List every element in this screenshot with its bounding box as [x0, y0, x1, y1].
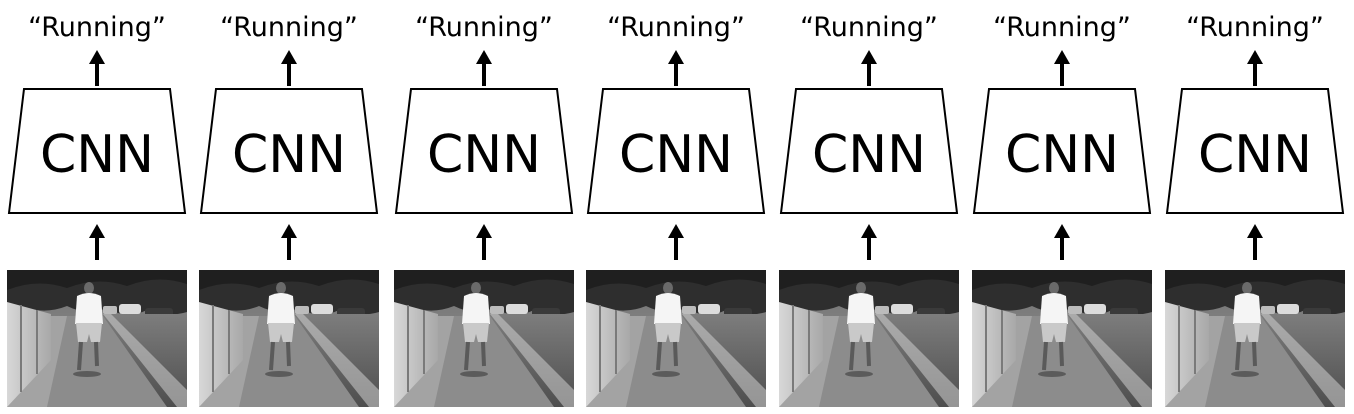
output-label: “Running”	[1186, 12, 1324, 43]
up-arrow-icon	[474, 48, 494, 88]
video-frame-image	[199, 270, 379, 407]
up-arrow-icon	[666, 222, 686, 262]
cnn-block	[779, 88, 959, 214]
cnn-block	[7, 88, 187, 214]
up-arrow-icon	[859, 48, 879, 88]
cnn-label: CNN	[619, 125, 733, 185]
up-arrow-icon	[279, 222, 299, 262]
up-arrow-icon	[87, 48, 107, 88]
cnn-block	[586, 88, 766, 214]
cnn-label: CNN	[1198, 125, 1312, 185]
up-arrow-icon	[859, 222, 879, 262]
video-frame-image	[394, 270, 574, 407]
output-label: “Running”	[993, 12, 1131, 43]
up-arrow-icon	[1052, 48, 1072, 88]
video-frame-image	[1165, 270, 1345, 407]
output-label: “Running”	[607, 12, 745, 43]
cnn-label: CNN	[40, 125, 154, 185]
frame-column-2: “Running” CNN	[199, 12, 379, 407]
up-arrow-icon	[1245, 48, 1265, 88]
output-label: “Running”	[800, 12, 938, 43]
cnn-label: CNN	[232, 125, 346, 185]
up-arrow-icon	[1052, 222, 1072, 262]
frame-column-5: “Running” CNN	[779, 12, 959, 407]
frame-column-7: “Running” CNN	[1165, 12, 1345, 407]
up-arrow-icon	[666, 48, 686, 88]
cnn-label: CNN	[427, 125, 541, 185]
frame-column-6: “Running” CNN	[972, 12, 1152, 407]
output-label: “Running”	[220, 12, 358, 43]
cnn-label: CNN	[812, 125, 926, 185]
video-frame-image	[972, 270, 1152, 407]
up-arrow-icon	[474, 222, 494, 262]
cnn-block	[199, 88, 379, 214]
frame-column-1: “Running” CNN	[7, 12, 187, 407]
up-arrow-icon	[279, 48, 299, 88]
cnn-block	[972, 88, 1152, 214]
up-arrow-icon	[87, 222, 107, 262]
up-arrow-icon	[1245, 222, 1265, 262]
frame-column-3: “Running” CNN	[394, 12, 574, 407]
cnn-label: CNN	[1005, 125, 1119, 185]
frame-column-4: “Running” CNN	[586, 12, 766, 407]
cnn-block	[1165, 88, 1345, 214]
video-frame-image	[779, 270, 959, 407]
output-label: “Running”	[28, 12, 166, 43]
cnn-block	[394, 88, 574, 214]
video-frame-image	[586, 270, 766, 407]
output-label: “Running”	[415, 12, 553, 43]
video-frame-image	[7, 270, 187, 407]
